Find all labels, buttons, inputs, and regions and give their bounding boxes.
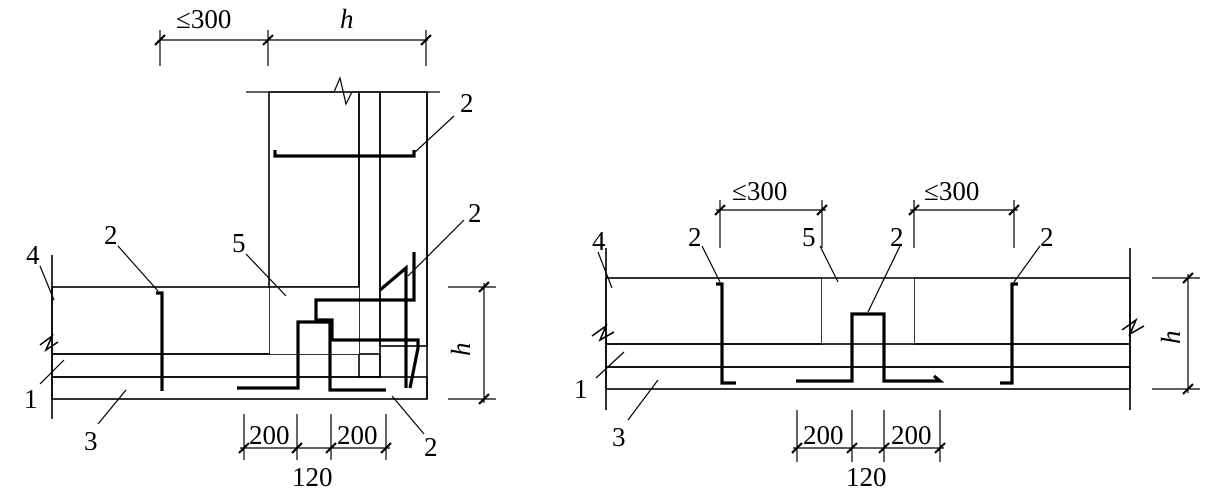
right-callout-tie-right: 2	[1040, 222, 1054, 252]
left-callout-core-column: 5	[232, 228, 246, 258]
right-callout-core-column: 5	[802, 222, 816, 252]
right-side-depth-label: h	[1156, 331, 1186, 345]
left-bottom-left-label: 200	[249, 420, 290, 450]
left-callout-outer-leaf: 4	[26, 240, 40, 270]
right-callout-outer-leaf: 4	[592, 226, 606, 256]
left-tie-corner	[378, 264, 408, 388]
left-callout-tie-left: 2	[104, 220, 118, 250]
right-callout-tie-center: 2	[890, 222, 904, 252]
left-detail: ≤300 h h 200 200 120 2 4 1 3 5 2	[24, 4, 496, 492]
right-inner-leaf	[605, 366, 1131, 390]
right-bottom-right-label: 200	[891, 420, 932, 450]
right-detail: ≤300 ≤300 h 200 200 120 4 2 5 2	[574, 176, 1200, 492]
left-tie-right	[314, 252, 420, 389]
right-bottom-center-label: 120	[846, 462, 887, 492]
left-vertical-inner-leaf	[379, 91, 428, 347]
left-callout-tie-top: 2	[460, 88, 474, 118]
right-outer-leaf-right	[913, 277, 1131, 345]
right-bottom-left-label: 200	[803, 420, 844, 450]
left-vertical-leaf	[268, 91, 360, 288]
right-top-spacing-right-label: ≤300	[924, 176, 979, 206]
right-tie-left	[716, 282, 736, 385]
right-callout-tie-left: 2	[688, 222, 702, 252]
left-tie-bottom	[237, 320, 386, 392]
left-bottom-right-label: 200	[337, 420, 378, 450]
right-callout-inner-leaf: 3	[612, 422, 626, 452]
left-top-depth-label: h	[340, 4, 354, 34]
left-tie-left	[156, 291, 164, 391]
left-callout-tie-right: 2	[468, 198, 482, 228]
right-insulation	[605, 343, 1131, 368]
right-outer-leaf-left	[605, 277, 823, 345]
left-callout-tie-bottom: 2	[424, 432, 438, 462]
left-vertical-insulation	[358, 91, 381, 378]
left-top-spacing-label: ≤300	[176, 4, 231, 34]
right-tie-center	[796, 312, 945, 383]
left-callout-insulation: 1	[24, 384, 38, 414]
right-top-spacing-left-label: ≤300	[732, 176, 787, 206]
left-side-depth-label: h	[446, 343, 476, 357]
left-callout-inner-leaf: 3	[84, 426, 98, 456]
left-tie-top	[273, 150, 416, 158]
right-tie-right	[1000, 282, 1018, 385]
left-bottom-center-label: 120	[292, 462, 333, 492]
right-callout-insulation: 1	[574, 374, 588, 404]
